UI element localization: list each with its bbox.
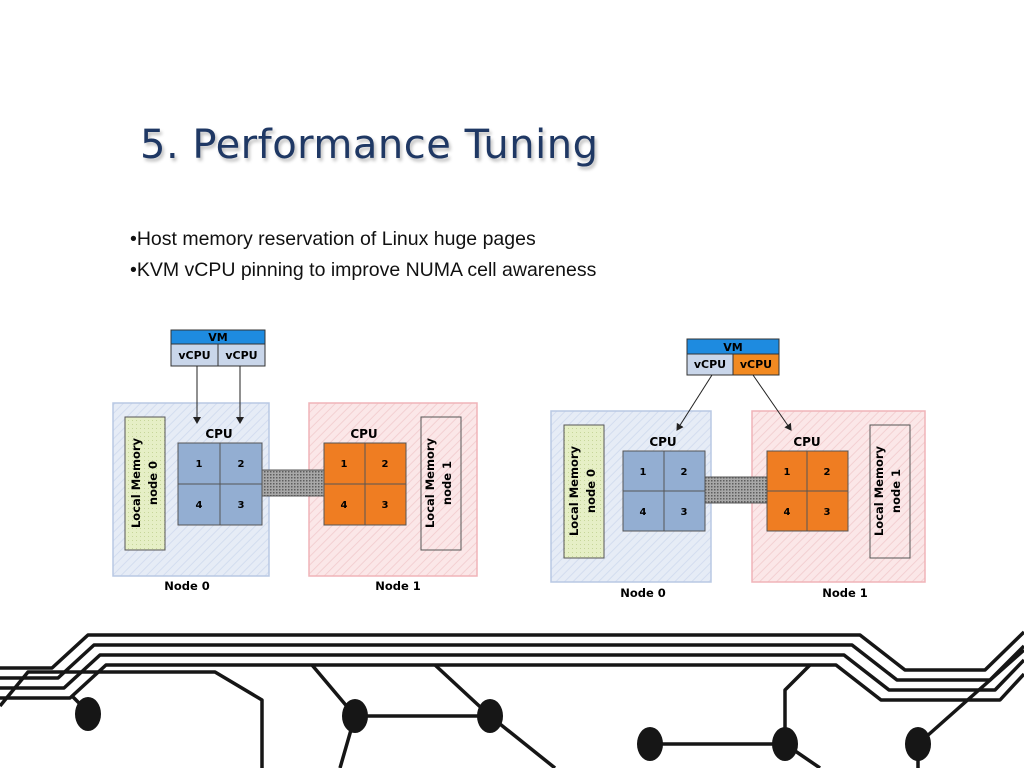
bullet-list: •Host memory reservation of Linux huge p…	[130, 224, 596, 286]
node-label: Node 0	[620, 586, 666, 600]
local-memory-node1	[869, 424, 911, 559]
pin-arrow	[676, 374, 713, 431]
vcpu-label: vCPU	[694, 358, 726, 371]
cpu-label: CPU	[205, 427, 232, 441]
memory-label: Local Memory	[872, 445, 886, 536]
vcpu-box-pinned	[732, 353, 780, 376]
core-number: 3	[238, 500, 245, 511]
local-memory-node0	[563, 424, 605, 559]
core-number: 2	[824, 467, 831, 478]
memory-label: node 1	[889, 469, 903, 513]
node-label: Node 1	[375, 579, 421, 593]
core-number: 1	[196, 459, 203, 470]
node-label: Node 1	[822, 586, 868, 600]
page-title: 5. Performance Tuning	[140, 122, 599, 168]
interconnect	[704, 476, 768, 504]
memory-label: Local Memory	[423, 437, 437, 528]
circuit-node	[772, 727, 798, 761]
circuit-node	[75, 697, 101, 731]
circuit-nodes	[75, 697, 931, 761]
cpu-label: CPU	[649, 435, 676, 449]
core-number: 1	[784, 467, 791, 478]
vcpu-label: vCPU	[225, 349, 257, 362]
pin-arrow	[752, 374, 792, 431]
vcpu-box	[217, 343, 266, 367]
core-number: 4	[784, 507, 791, 518]
memory-label: node 0	[146, 461, 160, 505]
circuit-node	[477, 699, 503, 733]
cpu-label: CPU	[793, 435, 820, 449]
circuit-node	[905, 727, 931, 761]
core-number: 3	[382, 500, 389, 511]
circuit-node	[342, 699, 368, 733]
cpu-label: CPU	[350, 427, 377, 441]
core-number: 2	[382, 459, 389, 470]
core-number: 1	[341, 459, 348, 470]
diagram-right: VM vCPU vCPU Local Memory node 0 CPU 1 2…	[550, 338, 926, 600]
core-number: 3	[681, 507, 688, 518]
circuit-decoration	[0, 630, 1024, 768]
core-number: 4	[341, 500, 348, 511]
vcpu-label: vCPU	[740, 358, 772, 371]
vcpu-label: vCPU	[178, 349, 210, 362]
diagram-left: VM vCPU vCPU Local Memory node 0 CPU 1 2…	[112, 329, 478, 593]
core-number: 2	[681, 467, 688, 478]
memory-label: Local Memory	[567, 445, 581, 536]
local-memory-node0	[124, 416, 166, 551]
local-memory-node1	[420, 416, 462, 551]
core-number: 1	[640, 467, 647, 478]
core-number: 2	[238, 459, 245, 470]
node-label: Node 0	[164, 579, 210, 593]
bullet-item: •Host memory reservation of Linux huge p…	[130, 228, 536, 250]
core-number: 3	[824, 507, 831, 518]
memory-label: node 1	[440, 461, 454, 505]
vm-label: VM	[723, 341, 742, 354]
memory-label: node 0	[584, 469, 598, 513]
core-number: 4	[640, 507, 647, 518]
circuit-node	[637, 727, 663, 761]
interconnect	[261, 469, 325, 497]
memory-label: Local Memory	[129, 437, 143, 528]
vm-label: VM	[208, 331, 227, 344]
bullet-item: •KVM vCPU pinning to improve NUMA cell a…	[130, 259, 597, 281]
core-number: 4	[196, 500, 203, 511]
